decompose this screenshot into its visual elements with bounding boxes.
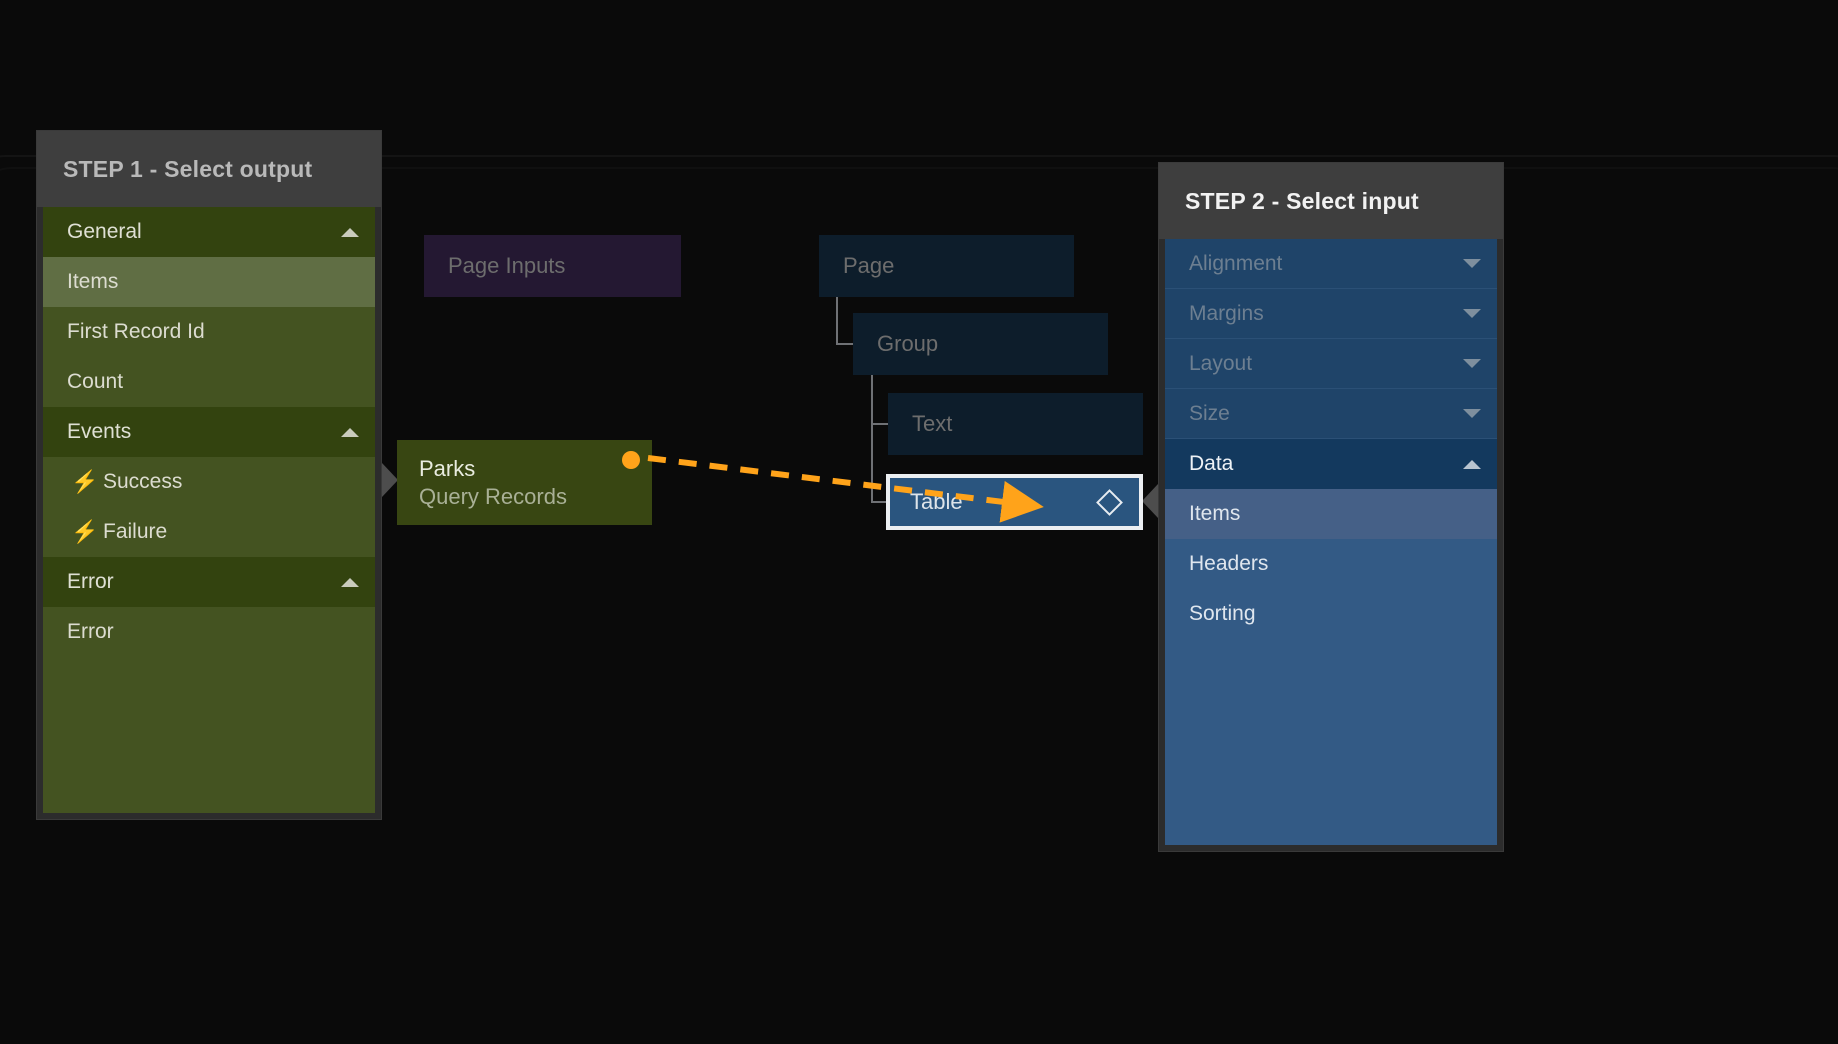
node-parks-subtitle: Query Records bbox=[419, 483, 567, 509]
step1-item-first-record-id-label: First Record Id bbox=[67, 320, 205, 343]
node-table-label: Table bbox=[910, 489, 963, 514]
step2-section-margins[interactable]: Margins bbox=[1165, 289, 1497, 339]
step1-item-error-label: Error bbox=[67, 620, 114, 643]
step1-row-list: General Items First Record Id Count Even… bbox=[43, 207, 375, 813]
node-group[interactable]: Group bbox=[853, 313, 1108, 375]
step2-section-data[interactable]: Data bbox=[1165, 439, 1497, 489]
output-port-dot[interactable] bbox=[622, 451, 640, 469]
step2-item-headers[interactable]: Headers bbox=[1165, 539, 1497, 589]
step1-section-error[interactable]: Error bbox=[43, 557, 375, 607]
step1-item-items-label: Items bbox=[67, 270, 119, 293]
step1-section-general[interactable]: General bbox=[43, 207, 375, 257]
step2-section-size-label: Size bbox=[1189, 401, 1230, 425]
step2-item-items-label: Items bbox=[1189, 502, 1241, 525]
tree-connector bbox=[836, 343, 855, 345]
chevron-up-icon[interactable] bbox=[341, 577, 359, 587]
step2-section-alignment[interactable]: Alignment bbox=[1165, 239, 1497, 289]
step1-section-events-label: Events bbox=[67, 420, 132, 443]
step1-item-failure-label: Failure bbox=[103, 520, 168, 543]
chevron-down-icon[interactable] bbox=[1463, 259, 1481, 268]
step1-item-success[interactable]: ⚡ Success bbox=[43, 457, 375, 507]
step2-item-items[interactable]: Items bbox=[1165, 489, 1497, 539]
chevron-down-icon[interactable] bbox=[1463, 309, 1481, 318]
step1-section-general-label: General bbox=[67, 220, 142, 243]
step2-section-size[interactable]: Size bbox=[1165, 389, 1497, 439]
tree-connector bbox=[871, 375, 873, 502]
step1-section-events[interactable]: Events bbox=[43, 407, 375, 457]
step2-section-alignment-label: Alignment bbox=[1189, 251, 1283, 275]
diamond-binding-icon[interactable] bbox=[1096, 488, 1123, 516]
chevron-up-icon[interactable] bbox=[341, 427, 359, 437]
chevron-up-icon[interactable] bbox=[341, 227, 359, 237]
step1-item-items[interactable]: Items bbox=[43, 257, 375, 307]
node-table-selected[interactable]: Table bbox=[886, 474, 1143, 530]
step2-input-pointer bbox=[1142, 484, 1158, 518]
step1-item-success-label: Success bbox=[103, 470, 183, 493]
node-page[interactable]: Page bbox=[819, 235, 1074, 297]
chevron-up-icon[interactable] bbox=[1463, 459, 1481, 469]
node-page-inputs[interactable]: Page Inputs bbox=[424, 235, 681, 297]
step2-section-layout[interactable]: Layout bbox=[1165, 339, 1497, 389]
tree-connector bbox=[871, 423, 890, 425]
step2-title: STEP 2 - Select input bbox=[1159, 163, 1503, 239]
node-parks-title: Parks bbox=[419, 456, 476, 481]
step1-item-error[interactable]: Error bbox=[43, 607, 375, 657]
node-parks[interactable]: Parks Query Records bbox=[397, 440, 652, 525]
step1-item-count-label: Count bbox=[67, 370, 124, 393]
step1-item-first-record-id[interactable]: First Record Id bbox=[43, 307, 375, 357]
node-text[interactable]: Text bbox=[888, 393, 1143, 455]
step2-item-sorting-label: Sorting bbox=[1189, 602, 1256, 625]
chevron-down-icon[interactable] bbox=[1463, 359, 1481, 368]
step2-row-list: Alignment Margins Layout Size Data Items bbox=[1165, 239, 1497, 845]
step2-section-data-label: Data bbox=[1189, 452, 1234, 475]
step2-panel: STEP 2 - Select input Alignment Margins … bbox=[1158, 162, 1504, 852]
lightning-bolt-icon: ⚡ bbox=[71, 469, 99, 494]
step2-section-layout-label: Layout bbox=[1189, 351, 1253, 375]
step1-title: STEP 1 - Select output bbox=[37, 131, 381, 207]
step1-panel: STEP 1 - Select output General Items Fir… bbox=[36, 130, 382, 820]
node-page-label: Page bbox=[843, 253, 895, 278]
node-page-inputs-label: Page Inputs bbox=[448, 253, 566, 278]
step1-output-pointer bbox=[382, 463, 398, 497]
step1-section-error-label: Error bbox=[67, 570, 114, 593]
node-text-label: Text bbox=[912, 411, 953, 436]
step2-item-headers-label: Headers bbox=[1189, 552, 1269, 575]
chevron-down-icon[interactable] bbox=[1463, 409, 1481, 418]
step1-item-count[interactable]: Count bbox=[43, 357, 375, 407]
step2-section-margins-label: Margins bbox=[1189, 301, 1264, 325]
step2-item-sorting[interactable]: Sorting bbox=[1165, 589, 1497, 639]
node-group-label: Group bbox=[877, 331, 939, 356]
lightning-bolt-icon: ⚡ bbox=[71, 519, 99, 544]
tree-connector bbox=[836, 297, 838, 345]
step1-item-failure[interactable]: ⚡ Failure bbox=[43, 507, 375, 557]
